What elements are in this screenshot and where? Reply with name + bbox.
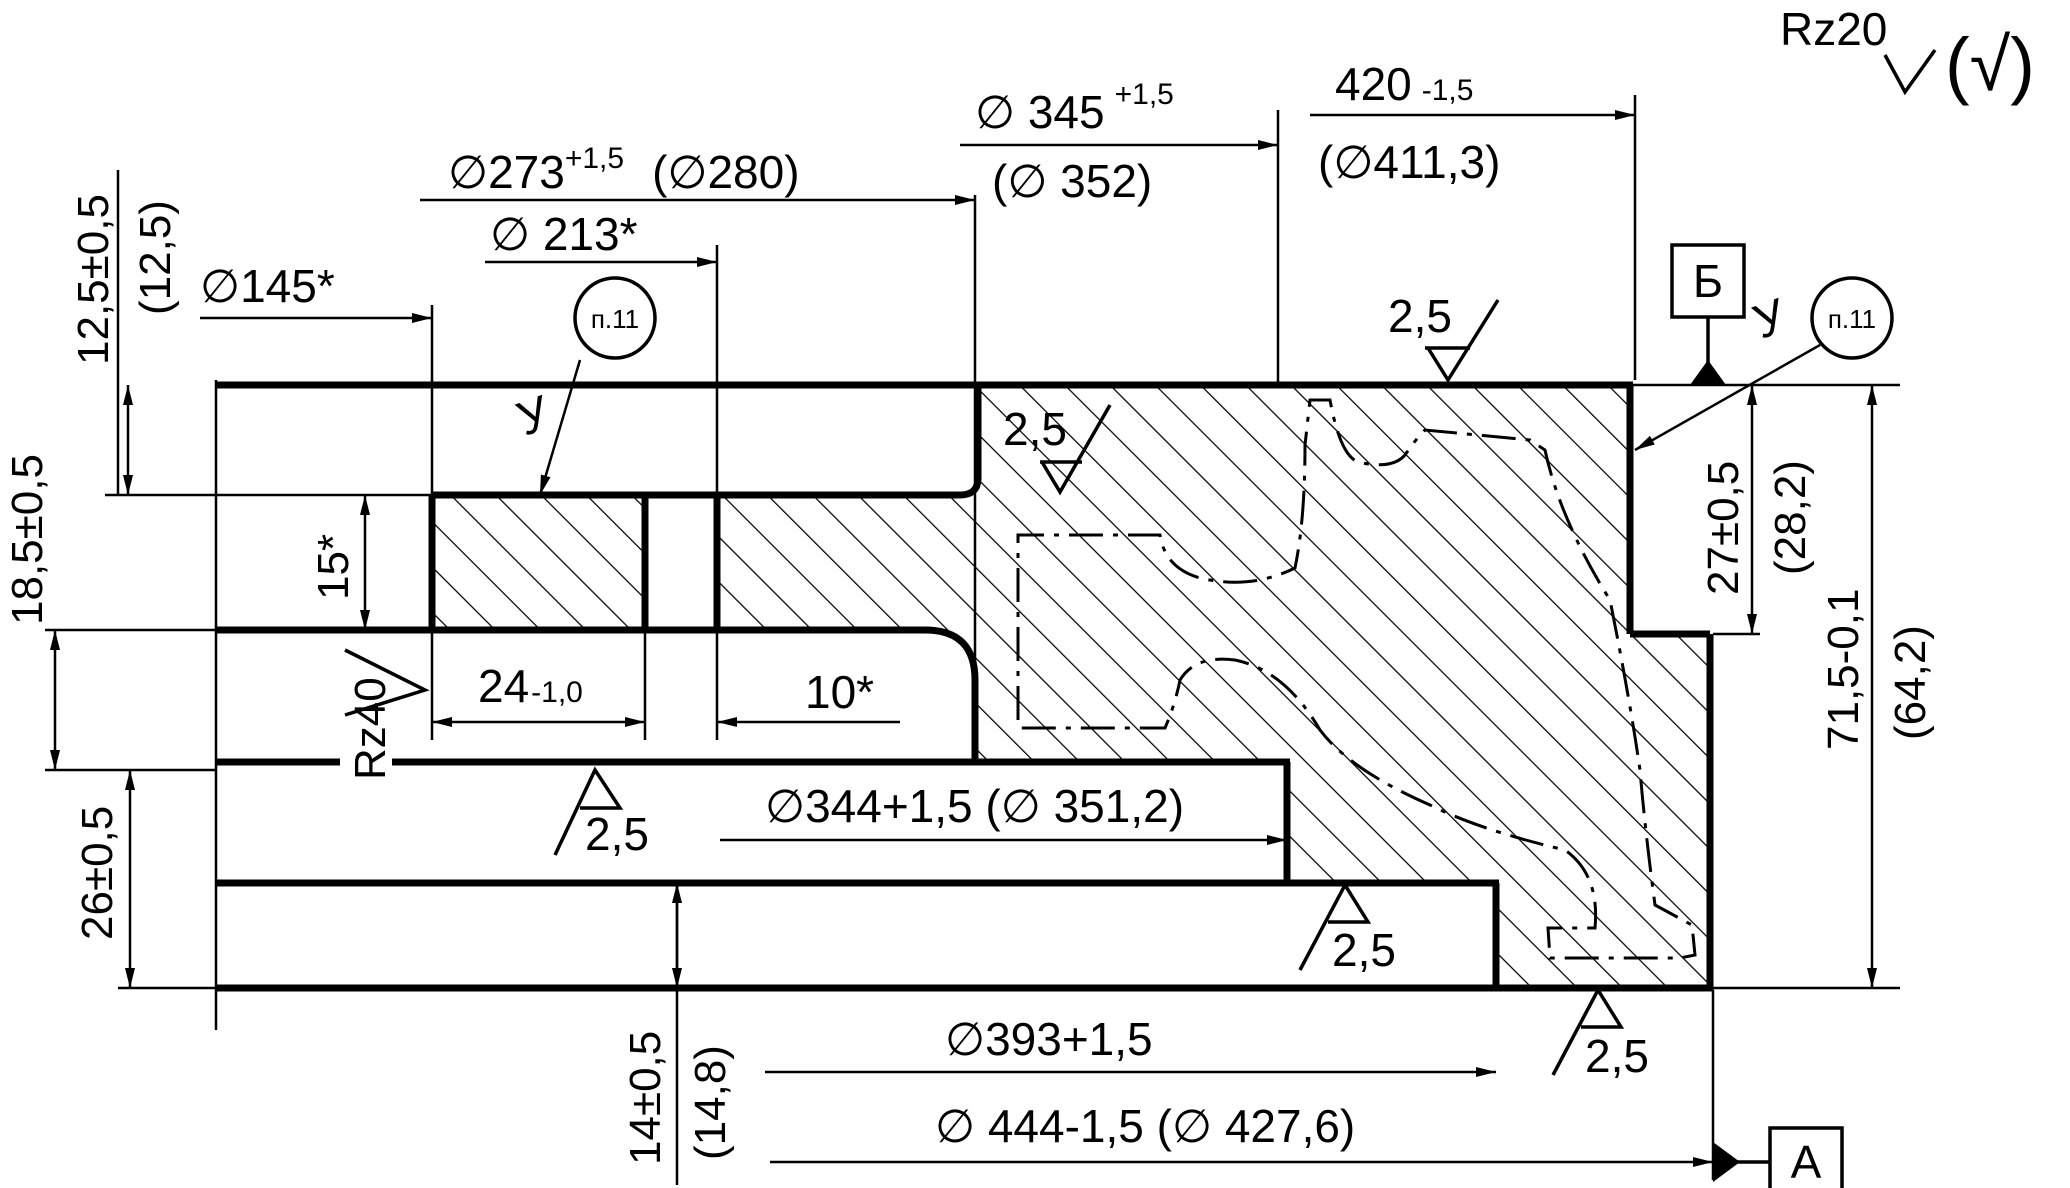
- dim-h15: 15*: [309, 534, 358, 600]
- dim-w24-tol: -1,0: [531, 676, 583, 709]
- dash-dot-contours: [1016, 398, 1697, 960]
- datum-b-triangle-icon: [1690, 360, 1726, 385]
- datum-a-triangle-icon: [1713, 1142, 1740, 1182]
- dim-w420: 420 -1,5: [1335, 58, 1473, 110]
- dim-d345-ref: (∅ 352): [992, 155, 1152, 207]
- slot-gap: [645, 492, 717, 634]
- dim-d273-tol: +1,5: [565, 142, 624, 175]
- section-hatching: [432, 385, 1710, 988]
- dim-h71-ref: (64,2): [1886, 625, 1935, 740]
- dim-h27: 27±0,5: [1699, 461, 1748, 595]
- dim-d273: ∅273+1,5 (∅280): [448, 142, 800, 198]
- dim-w24: 24-1,0: [478, 660, 583, 712]
- note-right: п.11: [1828, 304, 1876, 334]
- datum-features: Б А: [1670, 243, 1844, 1188]
- dimension-lines: [50, 110, 1877, 1167]
- dim-d273-ref: (∅280): [652, 146, 799, 198]
- roughness-r5: 2,5: [1585, 1030, 1649, 1082]
- roughness-rz40-icon: [344, 648, 430, 717]
- roughness-general-label: Rz20: [1780, 3, 1887, 55]
- dim-d345: ∅ 345 +1,5: [975, 78, 1174, 138]
- dim-w420-ref: (∅411,3): [1318, 136, 1500, 188]
- roughness-r4-icon: [1298, 881, 1372, 971]
- dim-h12-ref: (12,5): [131, 200, 180, 315]
- roughness-r4: 2,5: [1332, 924, 1396, 976]
- dim-h18: 18,5±0,5: [3, 454, 52, 625]
- roughness-r2: 2,5: [1003, 403, 1067, 455]
- roughness-general-icon: [1883, 48, 1937, 96]
- hatched-left-block: [432, 495, 646, 630]
- roughness-r3-icon: [553, 766, 624, 856]
- dim-d273-base: ∅273: [448, 146, 565, 198]
- dim-h14-ref: (14,8): [686, 1045, 735, 1160]
- dim-d393: ∅393+1,5: [945, 1013, 1153, 1065]
- dim-h27-ref: (28,2): [1766, 460, 1815, 575]
- datum-a: А: [1791, 1136, 1822, 1188]
- dim-d345-base: ∅ 345: [975, 86, 1105, 138]
- dim-d345-tol: +1,5: [1115, 78, 1174, 111]
- construction-lines: [45, 380, 1900, 1030]
- roughness-rz40: Rz40: [346, 677, 395, 780]
- dim-w10: 10*: [805, 666, 874, 718]
- dim-w24-base: 24: [478, 660, 529, 712]
- roughness-r5-icon: [1551, 986, 1625, 1076]
- weld-left: У: [510, 386, 557, 446]
- dim-h14: 14±0,5: [621, 1031, 670, 1165]
- dim-w420-tol: -1,5: [1422, 74, 1474, 107]
- roughness-r1-icon: [1426, 299, 1500, 384]
- roughness-r2-icon: [1040, 404, 1112, 496]
- dim-d344: ∅344+1,5 (∅ 351,2): [765, 780, 1184, 832]
- roughness-general-paren: (√): [1945, 23, 2035, 106]
- roughness-r3: 2,5: [585, 808, 649, 860]
- weld-right: У: [1747, 289, 1794, 349]
- dim-h71: 71,5-0,1: [1819, 589, 1868, 750]
- dim-h26: 26±0,5: [73, 806, 122, 940]
- datum-b: Б: [1693, 255, 1723, 307]
- dim-d444: ∅ 444-1,5 (∅ 427,6): [935, 1100, 1355, 1152]
- note-left: п.11: [591, 304, 639, 334]
- roughness-r1: 2,5: [1388, 290, 1452, 342]
- dim-w420-base: 420: [1335, 58, 1412, 110]
- hatched-main-body: [718, 385, 1710, 988]
- dimension-labels: ∅145* ∅ 213* ∅273+1,5(∅280) ∅ 345+1,5 (∅…: [3, 58, 1935, 1165]
- dim-d213: ∅ 213*: [490, 208, 638, 260]
- dim-d145: ∅145*: [200, 260, 335, 312]
- roughness-symbols: Rz20 (√) 2,5 2,5 2,5 2,5 2,5 Rz40: [344, 3, 2035, 1082]
- dim-h12: 12,5±0,5: [69, 194, 118, 365]
